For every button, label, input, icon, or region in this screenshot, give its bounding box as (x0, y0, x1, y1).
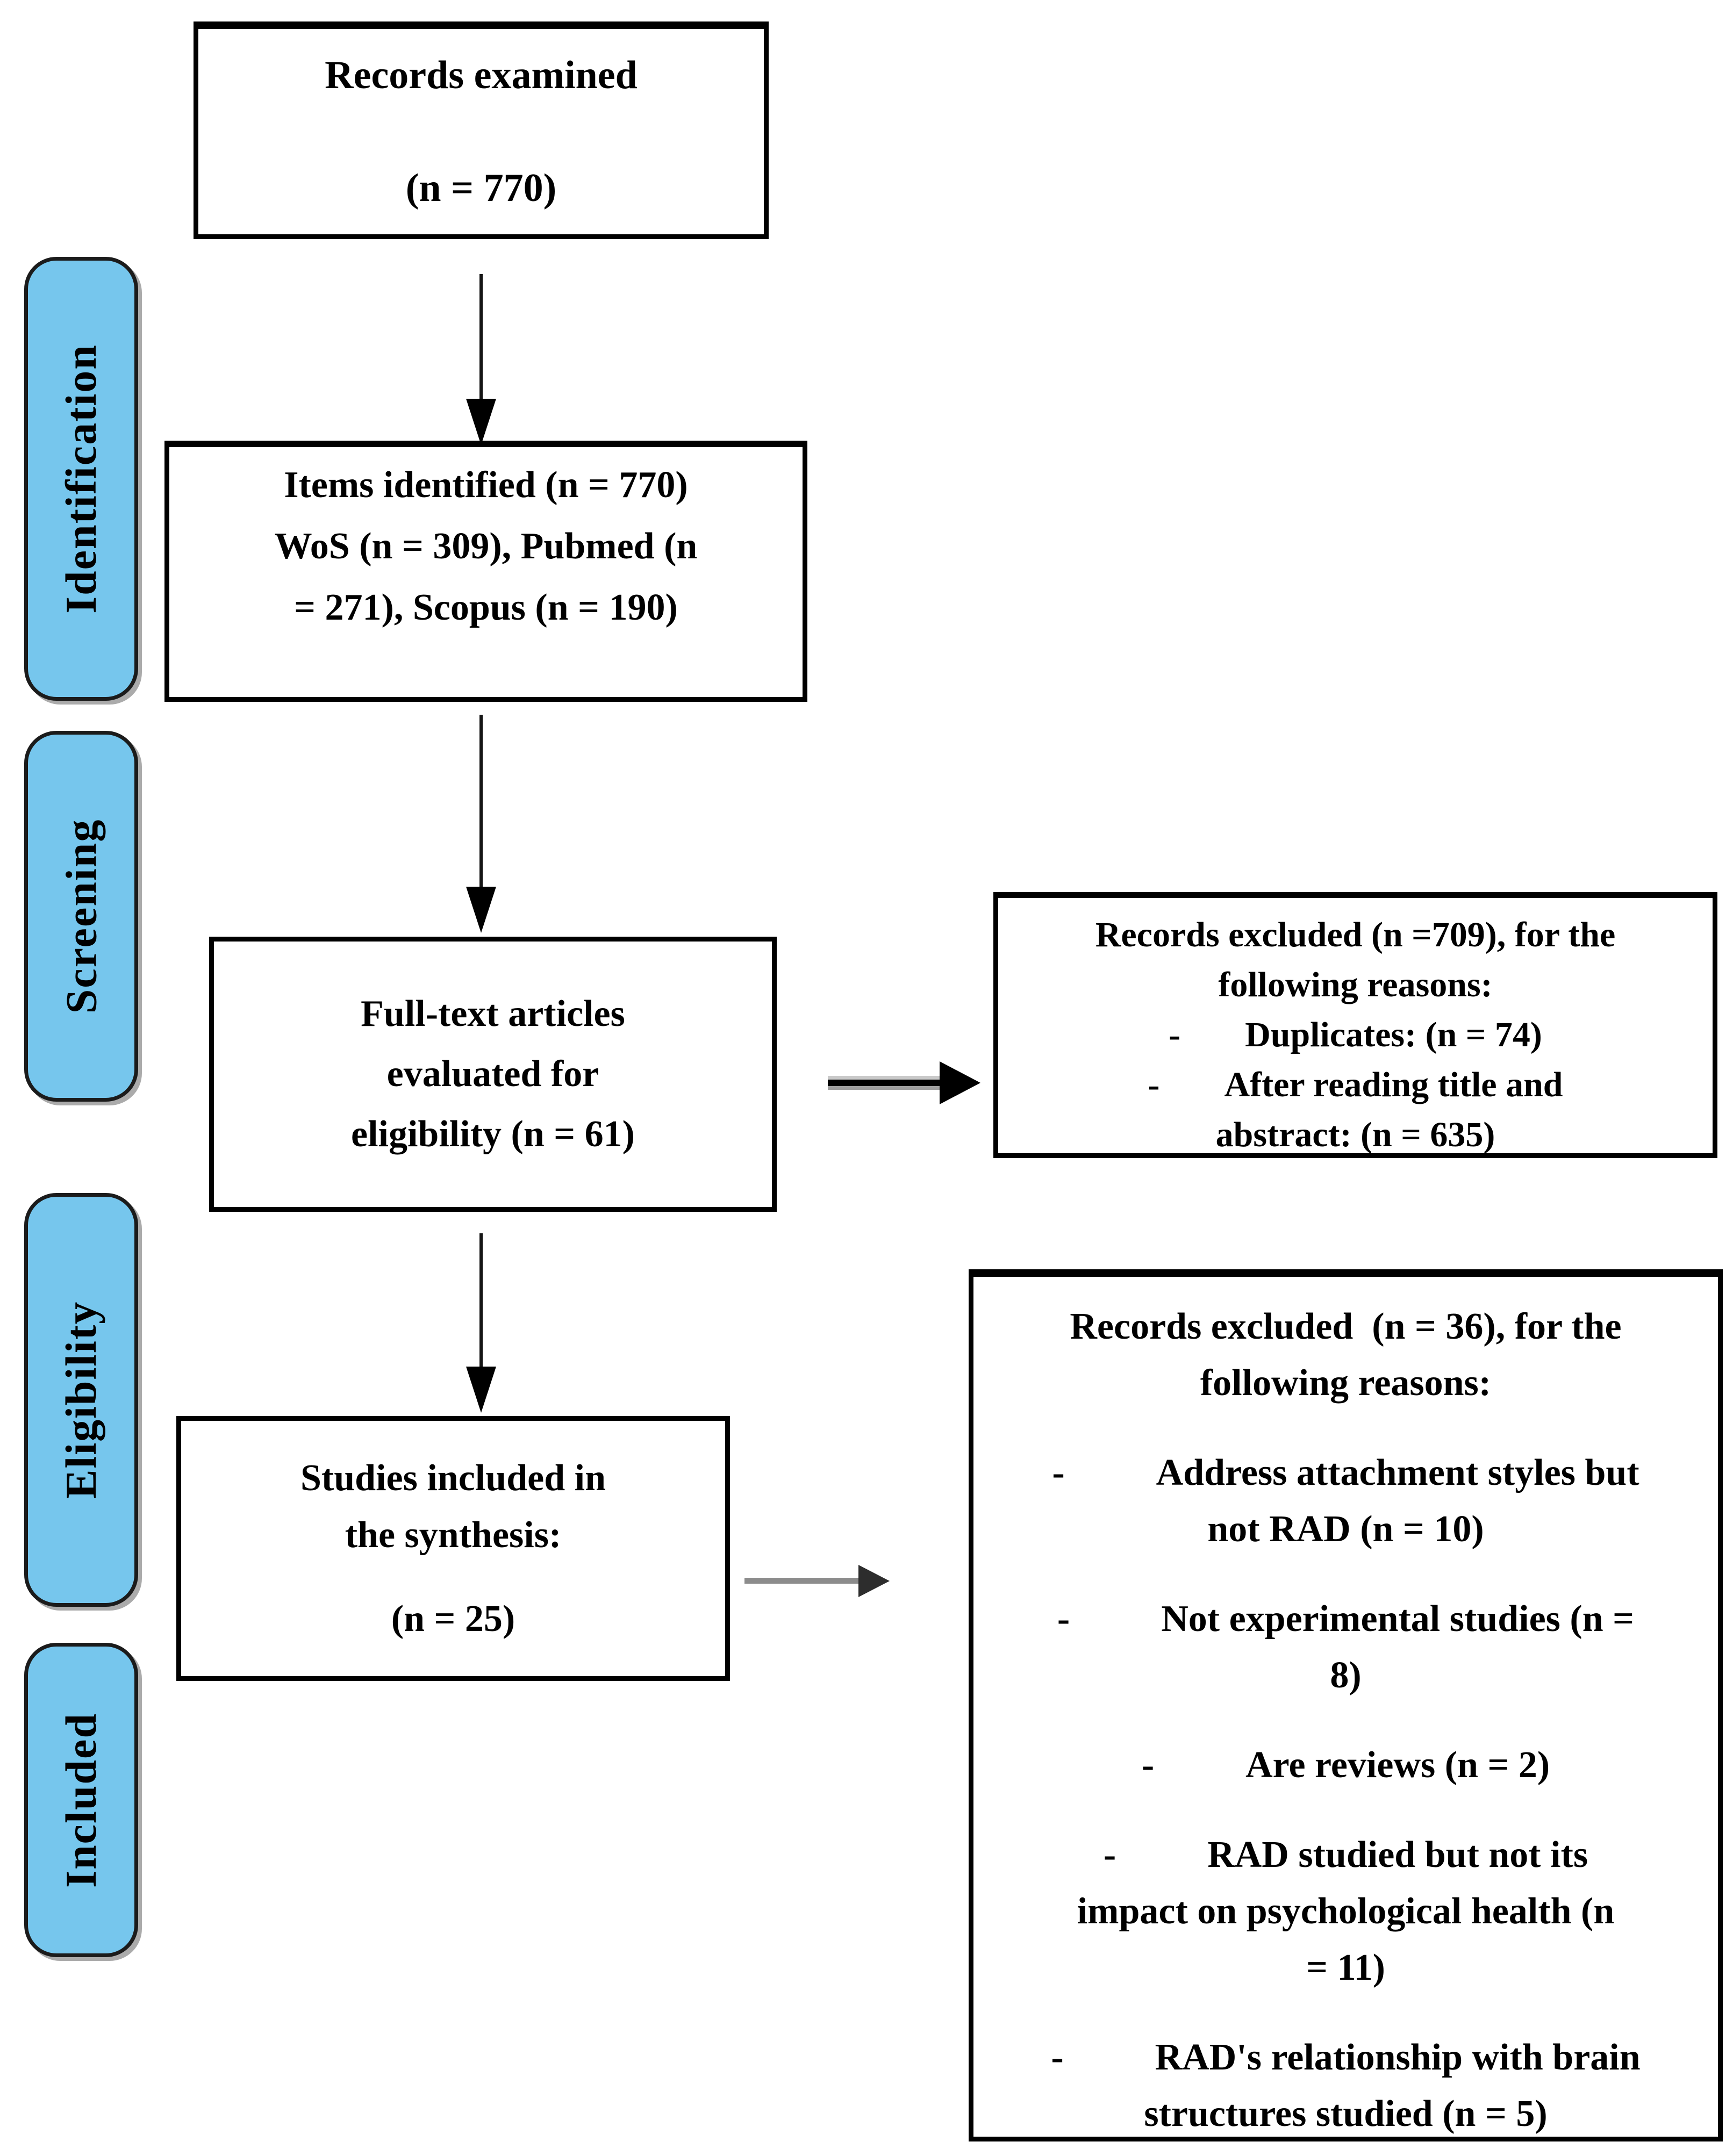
bullet-dash: - (1169, 1015, 1181, 1054)
stage-label-text: Eligibility (56, 1300, 105, 1499)
list-item-text: Are reviews (n = 2) (1245, 1744, 1550, 1786)
down-arrow-head (466, 1367, 496, 1413)
bullet-dash: - (1148, 1065, 1160, 1104)
list-item-line: not RAD (n = 10) (1207, 1508, 1484, 1550)
bullet-dash: - (1057, 1598, 1070, 1640)
box-text-line: WoS (n = 309), Pubmed (n (274, 526, 698, 567)
list-item-line: - Address attachment styles but (973, 1444, 1718, 1501)
box-text-line: Records excluded (n =709), for the (1095, 915, 1616, 954)
records-examined-box: Records examined (n = 770) (194, 21, 769, 239)
list-item-text: RAD's relationship with brain (1155, 2037, 1641, 2078)
stage-label-eligibility: Eligibility (24, 1193, 138, 1607)
stage-label-included: Included (24, 1643, 138, 1957)
box-text-line: the synthesis: (345, 1514, 562, 1556)
box-text-line: following reasons: (1218, 965, 1493, 1004)
list-item-line: structures studied (n = 5) (1144, 2093, 1548, 2135)
list-item: - RAD's relationship with brain structure… (973, 2029, 1718, 2142)
items-identified-box: Items identified (n = 770) WoS (n = 309)… (164, 441, 807, 702)
box-text-line: Records excluded (n = 36), for the (1070, 1306, 1622, 1347)
list-item-text: Address attachment styles but (1156, 1452, 1639, 1493)
list-item-line: = 11) (1306, 1947, 1385, 1988)
list-item: - Address attachment styles but not RAD (… (973, 1444, 1718, 1557)
down-arrow-shaft (479, 1233, 483, 1368)
records-excluded-eligibility-box: Records excluded (n = 36), for the follo… (969, 1269, 1723, 2141)
box-text-line: (n = 25) (391, 1598, 515, 1640)
list-item-line: - RAD's relationship with brain (973, 2029, 1718, 2086)
list-item-line: impact on psychological health (n (1077, 1891, 1615, 1932)
bullet-dash: - (1103, 1834, 1116, 1875)
box-text-line: Records examined (325, 53, 638, 97)
gray-right-arrow-head (858, 1565, 890, 1597)
list-item-line: - Not experimental studies (n = (973, 1591, 1718, 1647)
list-item: - RAD studied but not its impact on psych… (973, 1827, 1718, 1996)
stage-label-identification: Identification (24, 257, 138, 701)
list-item: - After reading title and abstract: (n = … (998, 1060, 1713, 1160)
stage-label-text: Screening (56, 818, 106, 1014)
list-item-line: - After reading title and (998, 1060, 1713, 1110)
down-arrow-head (466, 399, 496, 445)
list-item-line: abstract: (n = 635) (1215, 1115, 1495, 1154)
studies-included-box: Studies included in the synthesis: (n = … (176, 1416, 730, 1681)
list-item-text: RAD studied but not its (1207, 1834, 1588, 1875)
stage-label-screening: Screening (24, 731, 138, 1102)
box-text-line: Full-text articles (361, 993, 625, 1034)
gray-right-arrow-shaft (744, 1578, 861, 1584)
bullet-dash: - (1051, 2037, 1064, 2078)
list-item: - Not experimental studies (n = 8) (973, 1591, 1718, 1704)
list-item-line: 8) (1330, 1655, 1362, 1696)
down-arrow-shaft (479, 715, 483, 888)
stage-label-text: Included (56, 1712, 105, 1888)
bullet-dash: - (1141, 1744, 1155, 1786)
box-text-line: evaluated for (386, 1053, 599, 1095)
list-item-line: - Duplicates: (n = 74) (998, 1010, 1713, 1060)
bullet-dash: - (1052, 1452, 1065, 1493)
fulltext-evaluated-box: Full-text articles evaluated for eligibi… (209, 937, 777, 1212)
list-item-text: Not experimental studies (n = (1161, 1598, 1635, 1640)
right-arrow-shaft (828, 1080, 942, 1086)
stage-label-text: Identification (56, 344, 106, 614)
box-text-line: = 271), Scopus (n = 190) (294, 587, 678, 628)
down-arrow-head (466, 887, 496, 933)
list-item-text: After reading title and (1224, 1065, 1563, 1104)
box-text-line: following reasons: (1200, 1362, 1492, 1404)
box-text-line: (n = 770) (405, 166, 557, 210)
down-arrow-shaft (479, 274, 483, 402)
list-item-line: - Are reviews (n = 2) (973, 1737, 1718, 1793)
right-arrow-head (940, 1061, 980, 1104)
box-text-line: eligibility (n = 61) (351, 1113, 635, 1155)
list-item: - Are reviews (n = 2) (973, 1737, 1718, 1793)
box-text-line: Items identified (n = 770) (284, 464, 688, 506)
list-item-text: Duplicates: (n = 74) (1245, 1015, 1542, 1054)
box-text-line: Studies included in (300, 1457, 606, 1499)
list-item-line: - RAD studied but not its (973, 1827, 1718, 1883)
records-excluded-screening-box: Records excluded (n =709), for the follo… (993, 892, 1717, 1158)
list-item: - Duplicates: (n = 74) (998, 1010, 1713, 1060)
